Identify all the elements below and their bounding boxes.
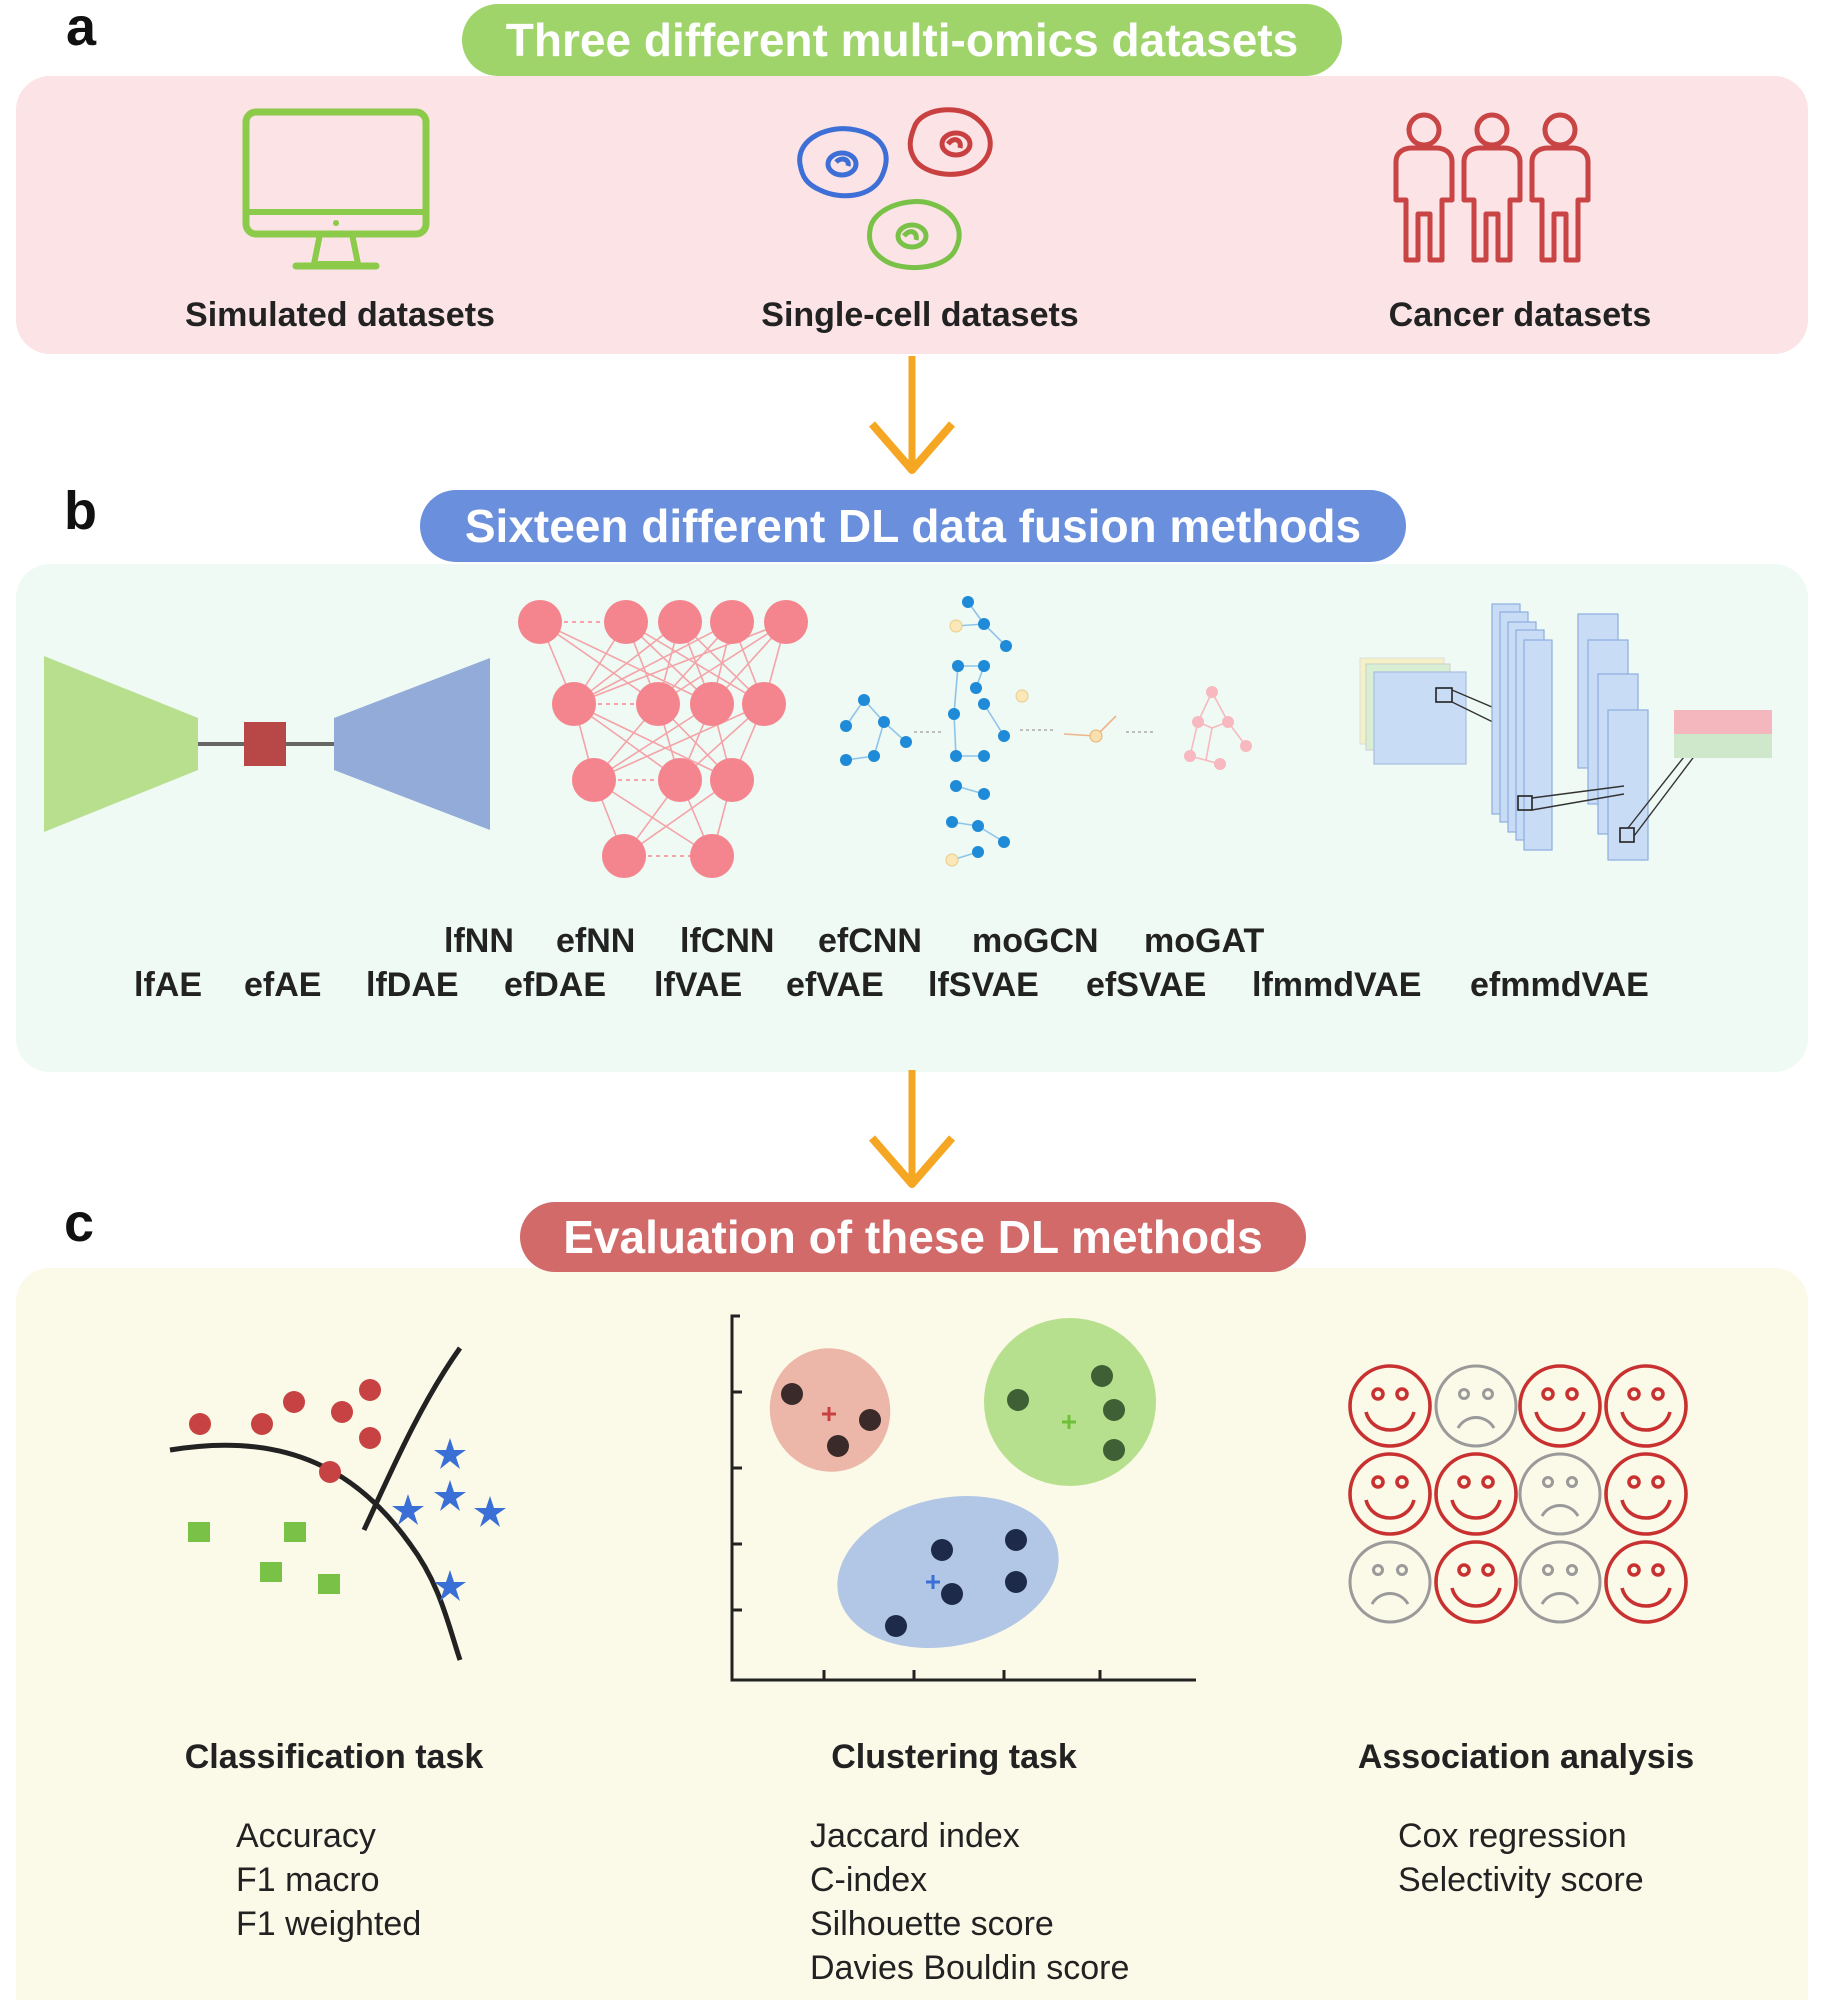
task-label-clustering: Clustering task bbox=[831, 1738, 1077, 1776]
method-name: efmmdVAE bbox=[1470, 966, 1649, 1004]
evaluation-title: Evaluation of these DL methods bbox=[520, 1202, 1306, 1272]
association-faces-diagram bbox=[1348, 1364, 1688, 1624]
metric-item: Silhouette score bbox=[810, 1905, 1054, 1943]
neural-network-diagram bbox=[518, 600, 808, 878]
metric-item: F1 weighted bbox=[236, 1905, 422, 1943]
panel-letter-c: c bbox=[64, 1193, 95, 1253]
panel-letter-b: b bbox=[64, 481, 97, 541]
method-name: moGAT bbox=[1144, 922, 1265, 960]
method-name: lfAE bbox=[134, 966, 202, 1004]
datasets-title: Three different multi-omics datasets bbox=[462, 4, 1342, 76]
metric-item: Jaccard index bbox=[810, 1817, 1020, 1855]
graph-network-diagram bbox=[840, 596, 1252, 867]
people-icon bbox=[1393, 112, 1591, 263]
method-name: efVAE bbox=[786, 966, 884, 1004]
method-name: lfNN bbox=[444, 922, 514, 960]
method-name: efNN bbox=[556, 922, 636, 960]
clustering-diagram bbox=[730, 1314, 1196, 1682]
metric-list-classification: Accuracy F1 macro F1 weighted bbox=[236, 1814, 421, 1946]
method-name: efAE bbox=[244, 966, 322, 1004]
cnn-diagram bbox=[1359, 603, 1772, 861]
metric-list-clustering: Jaccard index C-index Silhouette score D… bbox=[810, 1814, 1129, 1990]
metric-item: Accuracy bbox=[236, 1817, 376, 1855]
dataset-label-cancer: Cancer datasets bbox=[1388, 296, 1652, 334]
dataset-label-simulated: Simulated datasets bbox=[185, 296, 495, 334]
method-name: lfDAE bbox=[366, 966, 459, 1004]
method-name: lfCNN bbox=[680, 922, 775, 960]
metric-item: Davies Bouldin score bbox=[810, 1949, 1130, 1987]
methods-title: Sixteen different DL data fusion methods bbox=[420, 490, 1406, 562]
cells-icon bbox=[797, 107, 993, 271]
method-name: efDAE bbox=[504, 966, 607, 1004]
panel-letter-a: a bbox=[66, 0, 97, 57]
classification-diagram bbox=[169, 1346, 506, 1661]
method-name: lfmmdVAE bbox=[1252, 966, 1422, 1004]
dataset-label-single-cell: Single-cell datasets bbox=[761, 296, 1079, 334]
metric-item: F1 macro bbox=[236, 1861, 380, 1899]
method-name: lfVAE bbox=[654, 966, 743, 1004]
metric-item: Cox regression bbox=[1398, 1817, 1627, 1855]
metric-item: Selectivity score bbox=[1398, 1861, 1644, 1899]
method-row-2: lfAE efAE lfDAE efDAE lfVAE efVAE lfSVAE… bbox=[0, 966, 1824, 1006]
method-name: efSVAE bbox=[1086, 966, 1207, 1004]
metric-item: C-index bbox=[810, 1861, 928, 1899]
method-row-1: lfNN efNN lfCNN efCNN moGCN moGAT bbox=[0, 922, 1824, 962]
arrow-down-icon bbox=[868, 1070, 956, 1188]
task-label-classification: Classification task bbox=[184, 1738, 484, 1776]
method-name: efCNN bbox=[818, 922, 922, 960]
method-name: moGCN bbox=[972, 922, 1099, 960]
arrow-down-icon bbox=[868, 356, 956, 474]
task-label-association: Association analysis bbox=[1357, 1738, 1695, 1776]
monitor-icon bbox=[242, 108, 430, 270]
autoencoder-diagram bbox=[44, 656, 490, 832]
method-name: lfSVAE bbox=[928, 966, 1039, 1004]
metric-list-association: Cox regression Selectivity score bbox=[1398, 1814, 1644, 1902]
